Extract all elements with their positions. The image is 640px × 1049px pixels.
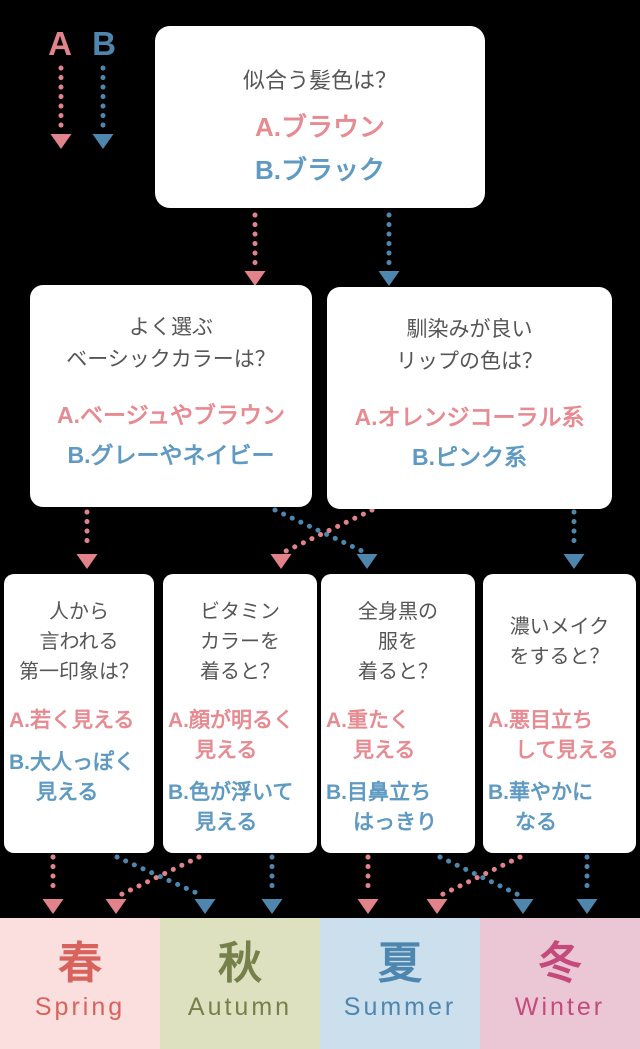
result-winter: 冬 Winter <box>480 918 640 1049</box>
question-box-vitamin-color: ビタミン カラーを 着ると？ A.顔が明るく 見える B.色が浮いて 見える <box>163 574 317 853</box>
result-autumn-label: Autumn <box>187 993 293 1021</box>
arrow-q2right-a-to-q3-2 <box>270 507 375 569</box>
legend-a-label: A <box>48 25 72 62</box>
result-spring: 春 Spring <box>0 918 160 1049</box>
question-box-hair-color: 似合う髪色は？ A.ブラウン B.ブラック <box>155 26 485 208</box>
result-winter-label: Winter <box>514 993 606 1021</box>
arrow-q2right-b-to-q3-4 <box>563 509 585 569</box>
option-a: A.若く見える <box>9 709 135 732</box>
question-box-basic-color: よく選ぶ ベーシックカラーは？ A.ベージュやブラウン B.グレーやネイビー <box>30 285 312 507</box>
arrow-q3-2-b-to-autumn <box>261 854 283 914</box>
result-winter-kanji: 冬 <box>538 939 582 988</box>
arrow-q3-3-b-to-winter <box>437 854 534 914</box>
option-a: A.悪目立ち して見える <box>488 709 619 762</box>
arrow-q3-1-b-to-autumn <box>114 854 216 914</box>
result-autumn: 秋 Autumn <box>160 918 320 1049</box>
question-box-lip-color: 馴染みが良い リップの色は？ A.オレンジコーラル系 B.ピンク系 <box>327 287 612 509</box>
option-a: A.重たく 見える <box>326 709 416 762</box>
option-b: B.華やかに なる <box>488 781 593 834</box>
option-a: A.ブラウン <box>254 112 385 142</box>
result-autumn-kanji: 秋 <box>218 939 262 988</box>
arrow-legend-a <box>50 65 72 149</box>
arrow-q3-3-a-to-summer <box>357 854 379 914</box>
result-spring-label: Spring <box>34 993 126 1021</box>
option-a: A.ベージュやブラウン <box>57 402 285 428</box>
question-box-black-clothes: 全身黒の 服を 着ると？ A.重たく 見える B.目鼻立ち はっきり <box>321 574 475 853</box>
option-b: B.グレーやネイビー <box>67 442 275 468</box>
question-text: 似合う髪色は？ <box>242 68 397 93</box>
question-text: よく選ぶ ベーシックカラーは？ <box>66 316 276 371</box>
arrow-q3-4-a-to-summer <box>426 854 523 914</box>
option-b: B.目鼻立ち はっきり <box>326 781 437 834</box>
arrow-q3-4-b-to-winter <box>576 854 598 914</box>
option-a: A.顔が明るく 見える <box>168 709 294 762</box>
question-text: ビタミン カラーを 着ると？ <box>200 601 280 683</box>
question-text: 濃いメイク をすると？ <box>509 616 610 668</box>
question-box-heavy-makeup: 濃いメイク をすると？ A.悪目立ち して見える B.華やかに なる <box>483 574 636 853</box>
arrow-legend-b <box>92 65 114 149</box>
result-spring-kanji: 春 <box>58 939 102 988</box>
question-box-first-impression: 人から 言われる 第一印象は？ A.若く見える B.大人っぽく 見える <box>4 574 154 853</box>
arrow-q3-1-a-to-spring <box>42 854 64 914</box>
option-b: B.ピンク系 <box>412 444 527 470</box>
option-a: A.オレンジコーラル系 <box>354 404 585 430</box>
option-b: B.色が浮いて 見える <box>168 781 294 834</box>
result-strip: 春 Spring 秋 Autumn 夏 Summer 冬 Winter <box>0 918 640 1049</box>
legend-b-label: B <box>92 25 116 62</box>
arrow-q3-2-a-to-spring <box>105 854 202 914</box>
arrow-q2left-b-to-q3-3 <box>272 507 378 569</box>
result-summer-label: Summer <box>343 993 457 1021</box>
arrow-q1-a-to-q2-left <box>244 212 266 286</box>
arrow-q2left-a-to-q3-1 <box>76 509 98 569</box>
question-text: 全身黒の 服を 着ると？ <box>358 601 438 683</box>
result-summer-kanji: 夏 <box>378 939 422 988</box>
arrow-q1-b-to-q2-right <box>378 212 400 286</box>
question-text: 馴染みが良い リップの色は？ <box>396 318 543 373</box>
result-summer: 夏 Summer <box>320 918 480 1049</box>
question-text: 人から 言われる 第一印象は？ <box>19 601 139 683</box>
option-b: B.ブラック <box>254 155 385 185</box>
option-b: B.大人っぽく 見える <box>9 751 135 804</box>
